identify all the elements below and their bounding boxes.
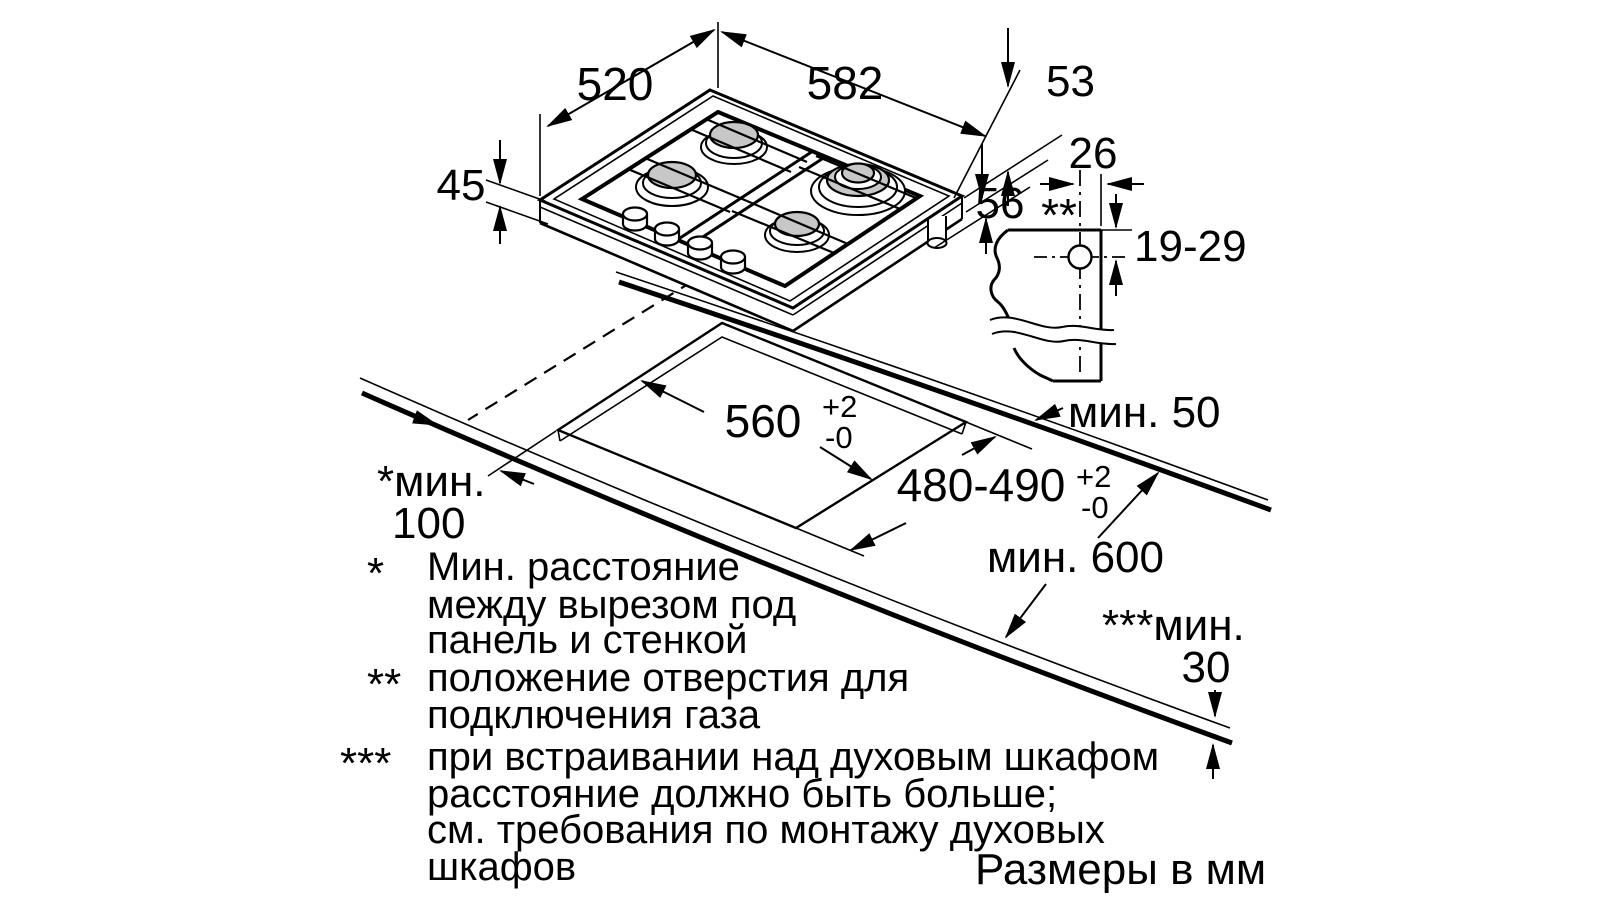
break-line-2 — [991, 330, 1117, 346]
footnote-2-marker: ** — [367, 660, 401, 709]
dim-min30-label: ***мин. — [1102, 601, 1245, 650]
cutout-ext-line-right — [965, 421, 1033, 450]
grate-bars — [627, 117, 917, 255]
dim-min100-label: *мин. — [377, 457, 485, 506]
break-band-mask — [988, 316, 1116, 345]
dim-560-leader-1 — [640, 380, 705, 413]
footnote-3-line-2: расстояние должно быть больше; — [427, 772, 1057, 816]
cutout-ext-line-bottom — [795, 527, 865, 557]
break-line-1 — [989, 316, 1115, 332]
worktop — [359, 271, 1272, 746]
ext-line-582 — [953, 69, 1021, 199]
footnote-2-line-1: положение отверстия для — [427, 656, 909, 700]
hob — [536, 88, 966, 333]
dim-min50-leader — [1034, 403, 1064, 421]
worktop-front-edge-top — [359, 377, 1231, 729]
footnote-3-line-1: при встраивании над духовым шкафом — [427, 735, 1159, 779]
dim-min30-value: 30 — [1182, 643, 1231, 692]
cutout-inner-edge — [559, 336, 963, 442]
hob-foot — [926, 216, 948, 249]
dim-min50-label: мин. 50 — [1068, 388, 1221, 437]
units-note: Размеры в мм — [975, 845, 1266, 894]
dim-480-tol-minus: -0 — [1081, 490, 1109, 525]
hob-top-surface — [536, 88, 966, 310]
footnote-1-line-1: Мин. расстояние — [427, 545, 740, 589]
projection-dashed-line — [467, 280, 694, 421]
worktop-back-edge-wall — [618, 279, 1272, 513]
profile-left-edge-lower — [1012, 347, 1054, 383]
cutout-corner-tick-left — [557, 429, 561, 442]
hob-dimensions: 520 582 53 45 56 — [437, 22, 1095, 254]
dim-560-label: 560 — [725, 395, 802, 447]
dim-min100-value: 100 — [392, 499, 465, 548]
footnote-1-line-3: панель и стенкой — [427, 618, 747, 662]
gas-hole-marker: ** — [1041, 189, 1077, 241]
dim-min600-leader-1 — [1097, 471, 1160, 539]
dim-520-label: 520 — [577, 58, 654, 110]
dim-19-29-label: 19-29 — [1134, 222, 1247, 271]
dim-520-line — [546, 28, 716, 128]
hob-top-inner-rim — [552, 95, 951, 302]
hob-bottom-edge-left — [539, 221, 794, 333]
grate-divider-1 — [676, 149, 814, 242]
dim-560-tol-plus: +2 — [822, 389, 857, 424]
grate-divider-2 — [688, 155, 826, 248]
clearance-dimensions: 560 +2 -0 480-490 +2 -0 мин. 50 мин. 600… — [377, 380, 1245, 779]
dim-582-label: 582 — [807, 57, 884, 109]
dim-582-line — [720, 31, 987, 137]
footnote-2-line-2: подключения газа — [427, 693, 761, 737]
worktop-back-edge-top — [615, 271, 1269, 501]
ext-line-45-bottom — [485, 201, 549, 225]
dim-480-label: 480-490 — [897, 459, 1066, 511]
hob-front-right-face — [793, 196, 962, 331]
dim-26-label: 26 — [1069, 129, 1118, 178]
dim-45-label: 45 — [437, 161, 486, 210]
control-knob-4 — [719, 249, 747, 275]
footnote-3-line-4: шкафов — [427, 845, 576, 889]
control-knob-1 — [621, 206, 649, 232]
dim-min600-leader-2 — [1004, 583, 1047, 639]
dim-53-label: 53 — [1046, 57, 1095, 106]
dim-480-leader-1 — [961, 436, 997, 456]
dim-560-tol-minus: -0 — [825, 420, 853, 455]
gas-hole — [1067, 244, 1093, 270]
dim-min100-leader-2 — [499, 470, 535, 487]
control-knob-2 — [653, 221, 681, 247]
footnote-3-line-3: см. требования по монтажу духовых — [427, 808, 1105, 852]
dim-56-label: 56 — [976, 179, 1025, 228]
footnote-3-marker: *** — [340, 739, 391, 788]
profile-left-edge-upper — [989, 228, 1011, 320]
dim-min100-leader-1 — [403, 410, 439, 426]
control-knob-3 — [686, 235, 714, 261]
ext-line-45-top — [485, 179, 546, 202]
dim-480-leader-2 — [849, 522, 907, 551]
footnote-1-line-2: между вырезом под — [427, 583, 796, 627]
worktop-front-edge-bottom — [360, 390, 1233, 746]
dim-560-leader-2 — [819, 446, 873, 481]
dim-480-tol-plus: +2 — [1076, 459, 1111, 494]
cutout-corner-tick-right — [961, 421, 967, 435]
hob-lip-left — [539, 206, 794, 316]
dim-min600-label: мин. 600 — [987, 533, 1164, 582]
cutout-ext-line-left — [487, 430, 557, 477]
footnotes: * Мин. расстояние между вырезом под пане… — [340, 545, 1159, 889]
hob-front-left-face — [540, 200, 793, 331]
footnote-1-marker: * — [367, 549, 384, 598]
gas-connection-detail: 26 ** 19-29 — [988, 129, 1247, 383]
